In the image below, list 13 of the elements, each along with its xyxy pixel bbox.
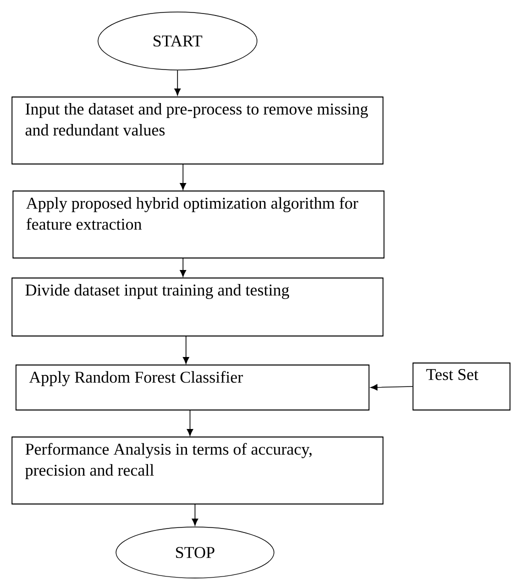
arrow — [370, 384, 413, 390]
process-box: Test Set — [412, 362, 510, 410]
process-box: Divide dataset input training and testing — [12, 278, 384, 336]
process-box: Apply Random Forest Classifier — [16, 364, 370, 410]
arrow — [182, 336, 190, 364]
arrow — [192, 504, 198, 526]
process-box: Input the dataset and pre-process to remove missing and redundant values — [12, 96, 384, 164]
arrow — [174, 70, 181, 96]
process-box: Apply proposed hybrid optimization algorithm for feature extraction — [12, 190, 384, 258]
arrow — [180, 164, 186, 190]
arrow — [186, 410, 194, 436]
process-box: Performance Analysis in terms of accuracy, precision and recall — [12, 436, 384, 504]
arrow — [180, 258, 186, 277]
